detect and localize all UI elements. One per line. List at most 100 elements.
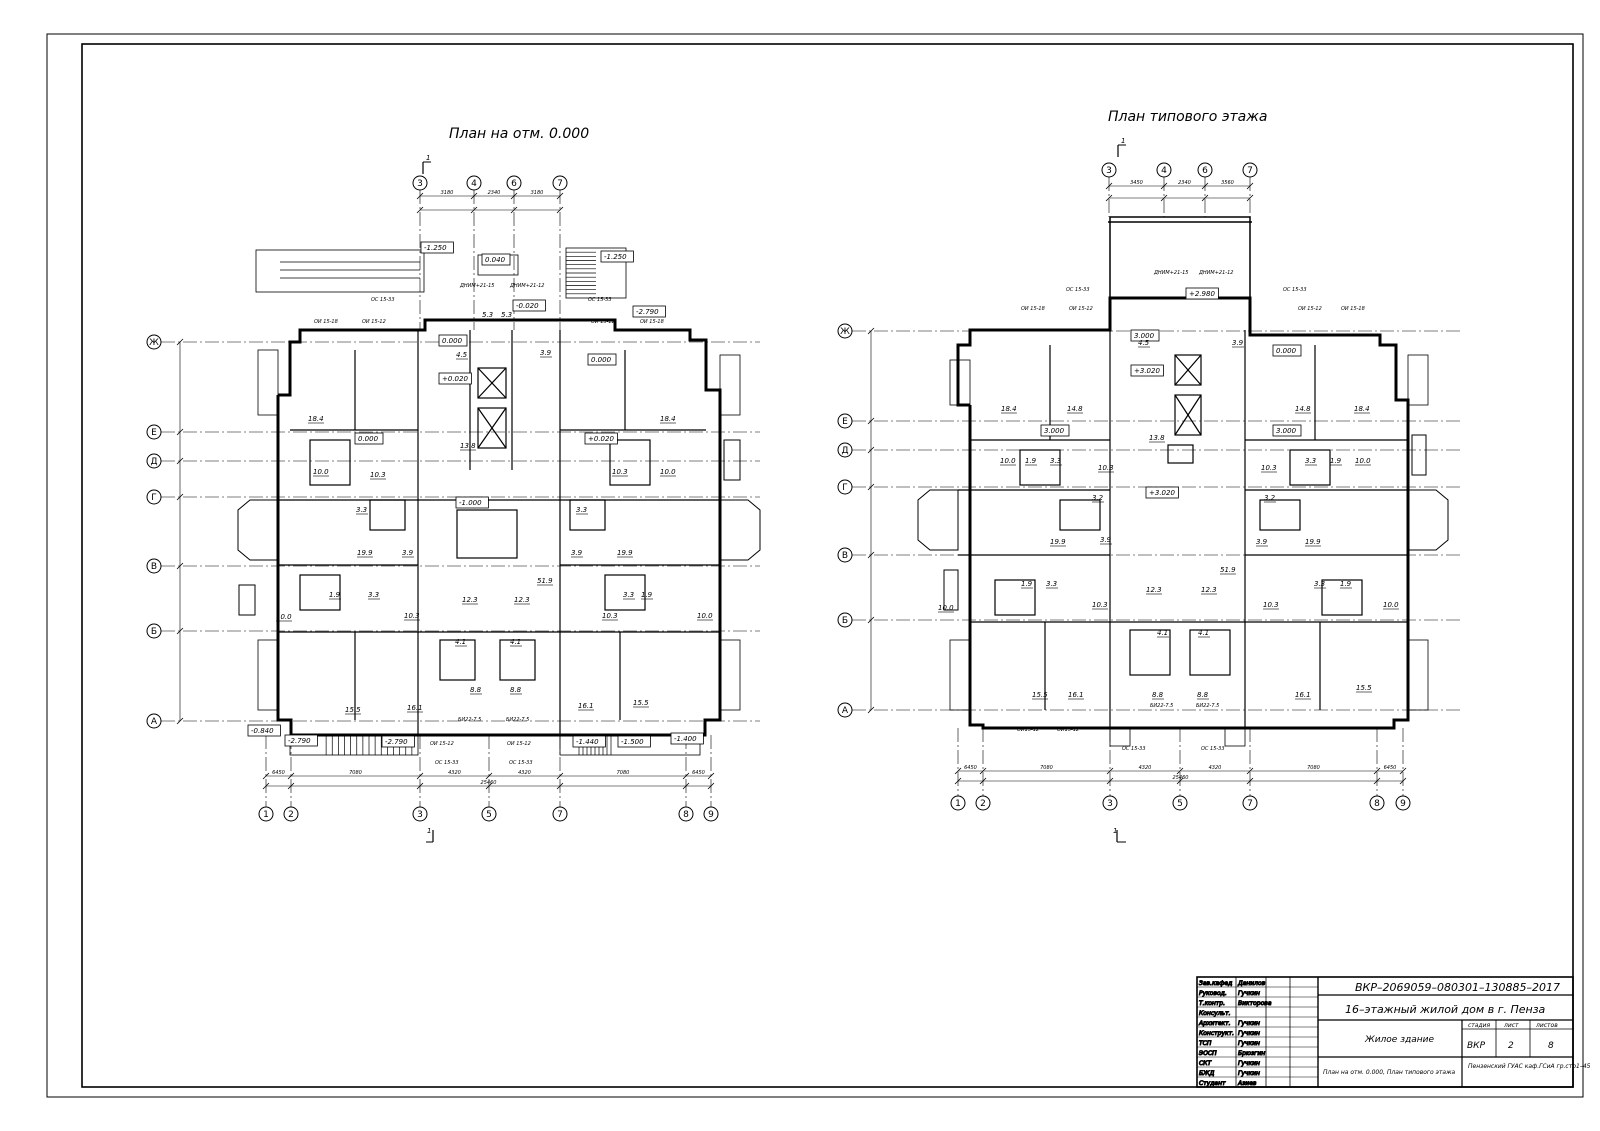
room-area: 3.9 [1232,339,1244,348]
level-mark: -1.250 [600,250,634,263]
level-value: +2.980 [1189,290,1215,298]
room-area: 3.9 [1256,538,1268,547]
plan-title: План типового этажа [1108,109,1267,125]
axis-bubble: Г [837,479,853,495]
axis-bubble: Ж [146,334,162,350]
level-marks: 0.040-2.790-0.0200.000+0.0200.0000.000+0… [247,241,704,748]
room-area: 10.0 [276,613,292,622]
axis-bubble: Е [837,413,853,429]
dimension-value: 6450 [272,770,285,776]
entrance-stairs-top [255,247,627,299]
room-area: 4.1 [510,638,522,647]
room-area: 10.3 [612,468,628,477]
area-value: 8.8 [1197,691,1209,699]
area-value: 12.3 [462,596,478,604]
axis-bubble: В [837,547,853,563]
element-mark: ОС 15-33 [509,760,533,766]
room-area: 51.9 [1220,566,1236,575]
room-area: 3.9 [402,549,414,558]
element-mark: ОИ 15-18 [314,319,338,325]
area-value: 18.4 [1001,405,1017,413]
room-area: 16.1 [1295,691,1311,700]
axis-label: 8 [683,810,689,820]
stamp-name: Гучкин [1238,990,1260,997]
room-area: 15.5 [345,706,361,715]
axis-bubble: 2 [975,795,991,811]
axis-bubble: Б [146,623,162,639]
area-value: 1.9 [1340,580,1352,588]
axis-label: Е [151,428,157,438]
stamp-role: Студент [1199,1080,1226,1087]
area-value: 8.8 [510,686,522,694]
area-value: 13.8 [460,442,476,450]
section-mark-bottom: 1 [426,827,434,843]
room-area: 5.3 [501,311,513,320]
room-area: 12.3 [514,596,530,605]
area-value: 10.0 [1383,601,1399,609]
axis-bubble: 1 [258,806,274,822]
level-mark: 3.000 [1272,424,1302,437]
room-area: 14.8 [1067,405,1083,414]
room-area: 1.9 [1330,457,1342,466]
element-mark: БИ22-7.5 [506,717,529,723]
exterior-walls [276,318,722,737]
axis-label: Г [151,493,157,503]
level-mark: -1.500 [617,735,651,748]
stamp-role: Руковод. [1199,990,1227,997]
area-value: 4.1 [1198,629,1209,637]
axis-label: Ж [149,338,159,348]
interior-walls [278,330,720,735]
room-area: 19.9 [1305,538,1321,547]
room-area: 18.4 [1001,405,1017,414]
room-area: 10.0 [938,604,954,613]
element-mark: ОС 15-33 [435,760,459,766]
element-mark: ОС 15-33 [1066,287,1090,293]
stamp-role: БЖД [1199,1070,1215,1077]
area-value: 10.3 [1092,601,1108,609]
room-area: 5.3 [482,311,494,320]
level-value: -1.500 [621,738,644,746]
area-value: 3.9 [1256,538,1268,546]
dimension-value: 3180 [441,190,454,196]
area-value: 18.4 [308,415,324,423]
section-mark-top: 1 [1117,137,1126,157]
stamp-name: Гучкин [1238,1060,1260,1067]
level-mark: 3.000 [1130,329,1160,342]
room-area: 16.1 [1068,691,1084,700]
axis-label: 2 [980,799,986,809]
area-value: 3.3 [576,506,587,514]
doc-code: ВКР–2069059–080301–130885–2017 [1355,981,1560,994]
room-area: 15.5 [633,699,649,708]
element-mark: ОИ 15-12 [507,741,531,747]
dimension-value: 4320 [1209,765,1222,771]
axis-label: 6 [1202,166,1208,176]
room-area: 3.3 [356,506,368,515]
axis-label: 7 [557,179,563,189]
axis-label: 9 [1400,799,1406,809]
element-mark: ОИ 15-18 [640,319,664,325]
room-area: 10.3 [1092,601,1108,610]
area-value: 4.5 [456,351,468,359]
area-value: 16.1 [407,704,423,712]
stamp-role: Архитект. [1198,1020,1231,1027]
axis-label: 3 [417,810,423,820]
stamp-name: Викторова [1238,1000,1272,1007]
room-area: 3.3 [1314,580,1326,589]
area-value: 3.9 [402,549,414,557]
level-value: -2.790 [636,308,659,316]
stamp-role: Зав.кафед [1199,980,1232,987]
area-value: 15.5 [1032,691,1048,699]
room-area: 14.8 [1295,405,1311,414]
level-value: -1.250 [604,253,627,261]
dimension-value: 6450 [1384,765,1397,771]
area-value: 19.9 [1050,538,1066,546]
axis-label: 5 [486,810,492,820]
room-area: 3.9 [540,349,552,358]
area-value: 12.3 [1146,586,1162,594]
level-value: -1.000 [459,499,482,507]
area-value: 4.1 [1157,629,1168,637]
area-value: 1.9 [1021,580,1033,588]
area-value: 3.3 [368,591,379,599]
